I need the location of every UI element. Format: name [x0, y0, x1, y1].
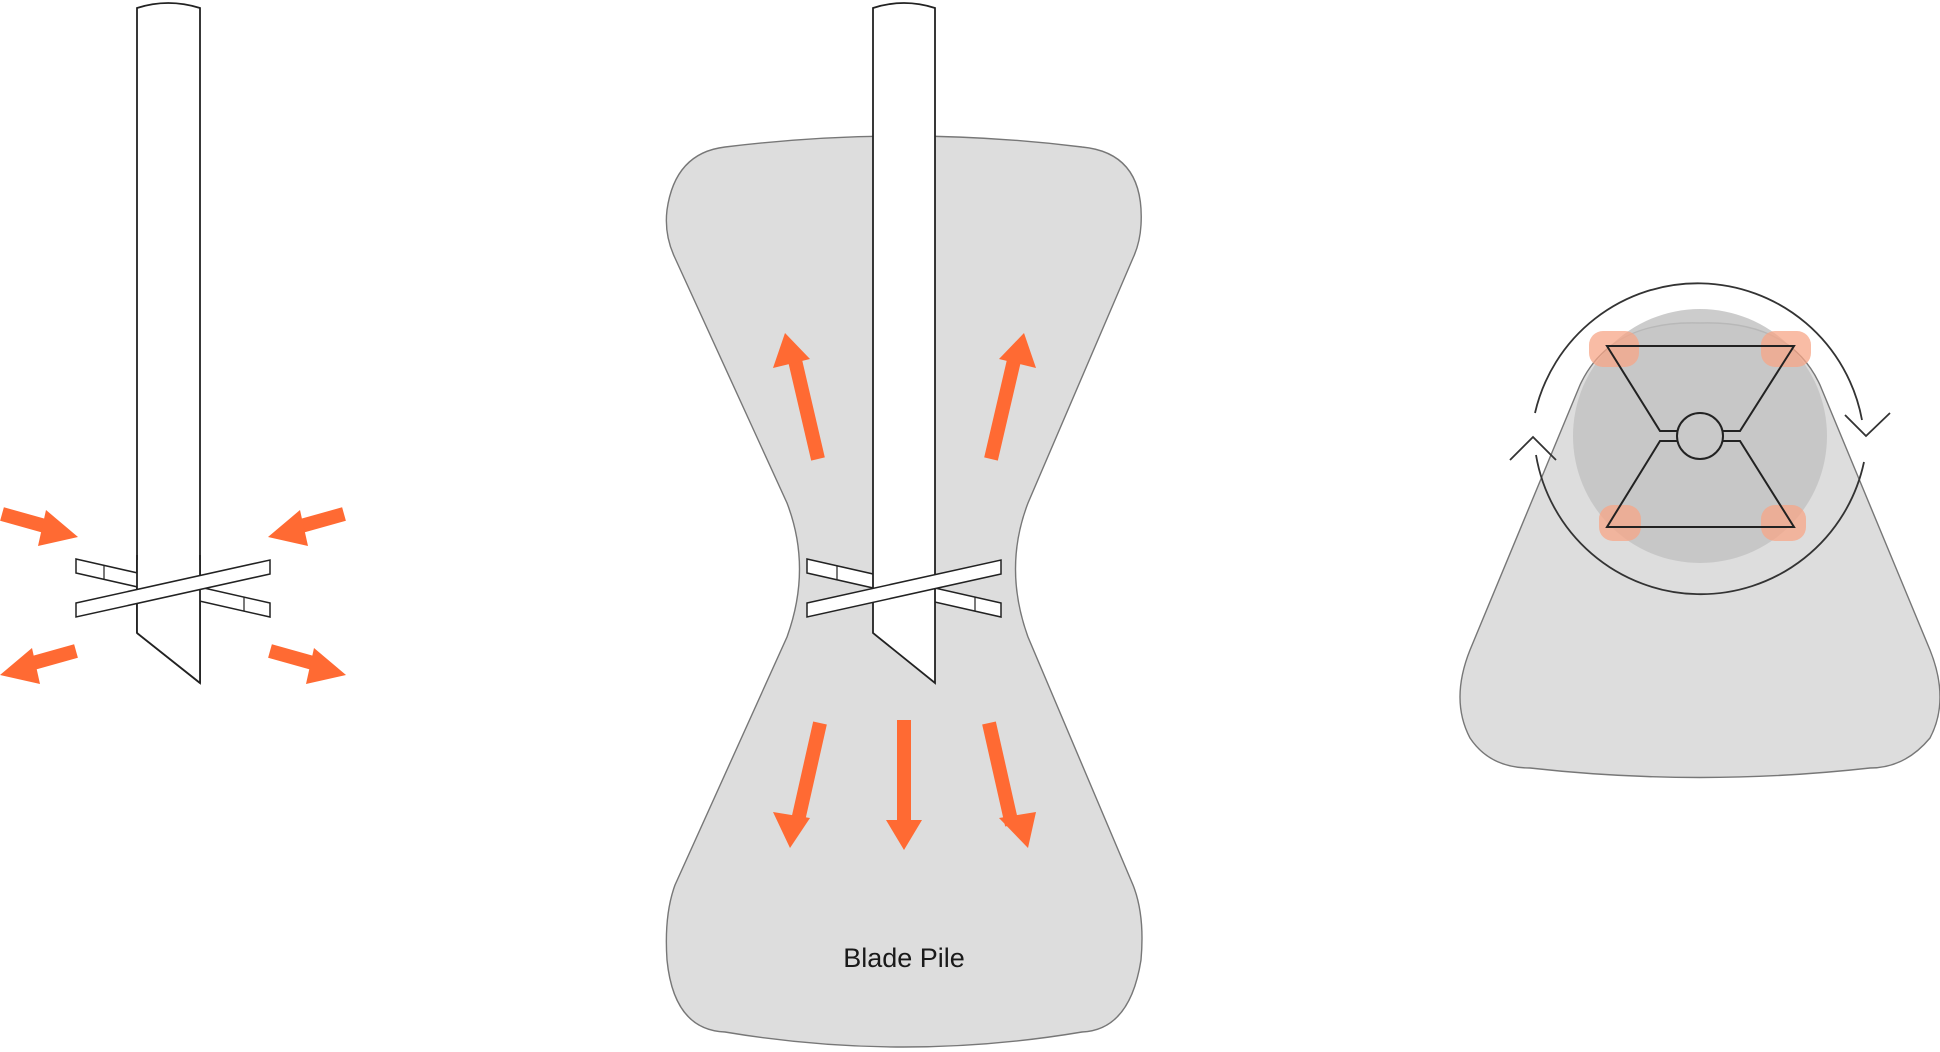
downward-flow-arrow-right: [982, 721, 1036, 848]
downward-flow-arrow-left: [773, 721, 827, 848]
top-rotation-view: [1459, 282, 1940, 779]
rotation-arc-lower: [1535, 454, 1865, 596]
pile-shaft: [872, 2, 936, 685]
blade-tip-highlight: [1761, 331, 1811, 367]
inward-arrow-right: [268, 507, 346, 546]
blade-tip-highlight: [1761, 505, 1806, 541]
shaft-cross-section: [1676, 412, 1724, 460]
outward-arrow-right: [268, 644, 346, 684]
rotation-arrowhead-left: [1509, 435, 1557, 461]
rotation-arc-upper: [1534, 282, 1863, 421]
pile-blade-front: [75, 559, 271, 618]
outward-arrow-left: [0, 644, 78, 684]
inward-arrow-left: [0, 507, 78, 546]
soil-flow-view: Blade Pile: [665, 2, 1143, 1048]
installation-view: [0, 2, 346, 685]
rotation-arrowhead-right: [1844, 412, 1891, 438]
pile-blade-front: [806, 559, 1002, 618]
upward-flow-arrow-right: [984, 333, 1036, 461]
blade-tip-highlight: [1599, 505, 1641, 541]
pile-label: Blade Pile: [843, 943, 965, 973]
pile-shaft: [136, 2, 201, 685]
downward-flow-arrow-center: [886, 720, 922, 850]
blade-tip-highlight: [1589, 331, 1639, 367]
upward-flow-arrow-left: [773, 333, 825, 461]
